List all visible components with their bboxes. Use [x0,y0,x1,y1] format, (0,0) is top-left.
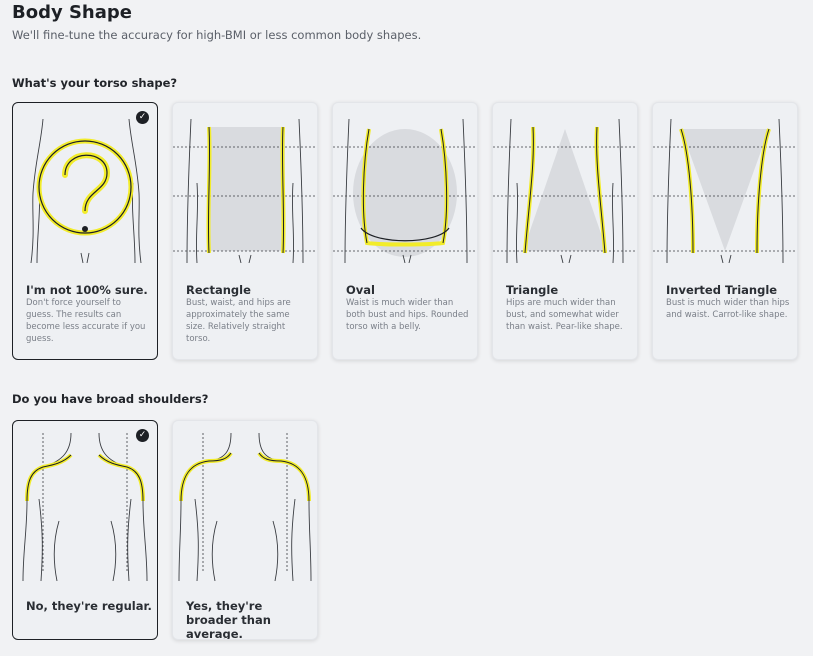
option-description: Hips are much wider than bust, and somew… [506,298,623,332]
torso-option-not-sure[interactable]: ✓ I'm not 100% sure. Don't force yoursel… [12,102,158,360]
broad-shoulders-figure [178,432,312,581]
triangle-shape-figure [493,118,637,263]
option-label: Inverted Triangle [666,283,778,297]
option-label: Triangle [506,283,559,297]
torso-option-triangle[interactable]: Triangle Hips are much wider than bust, … [492,102,638,360]
torso-question: What's your torso shape? [12,76,178,90]
torso-option-inverted-triangle[interactable]: Inverted Triangle Bust is much wider tha… [652,102,798,360]
option-label: Rectangle [186,283,251,297]
option-label: Yes, they're broader than average. [186,599,271,640]
option-label: No, they're regular. [26,599,152,613]
selected-check-icon: ✓ [136,429,149,442]
shoulders-question: Do you have broad shoulders? [12,392,209,406]
page-title: Body Shape [12,2,132,23]
question-mark-figure [30,118,142,263]
shoulders-option-broad[interactable]: Yes, they're broader than average. [172,420,318,640]
rectangle-shape-figure [173,118,317,263]
torso-option-oval[interactable]: Oval Waist is much wider than both bust … [332,102,478,360]
option-description: Bust is much wider than hips and waist. … [666,298,790,320]
inverted-triangle-shape-figure [653,118,797,263]
option-label: I'm not 100% sure. [26,283,148,297]
oval-shape-figure [333,118,477,263]
shoulders-option-regular[interactable]: ✓ No, they're regular. [12,420,158,640]
option-label: Oval [346,283,375,297]
regular-shoulders-figure [22,432,148,581]
option-description: Waist is much wider than both bust and h… [346,298,469,332]
option-description: Don't force yourself to guess. The resul… [26,298,146,344]
selected-check-icon: ✓ [136,111,149,124]
option-description: Bust, waist, and hips are approximately … [186,298,291,344]
page-subtitle: We'll fine-tune the accuracy for high-BM… [12,28,422,42]
torso-option-rectangle[interactable]: Rectangle Bust, waist, and hips are appr… [172,102,318,360]
